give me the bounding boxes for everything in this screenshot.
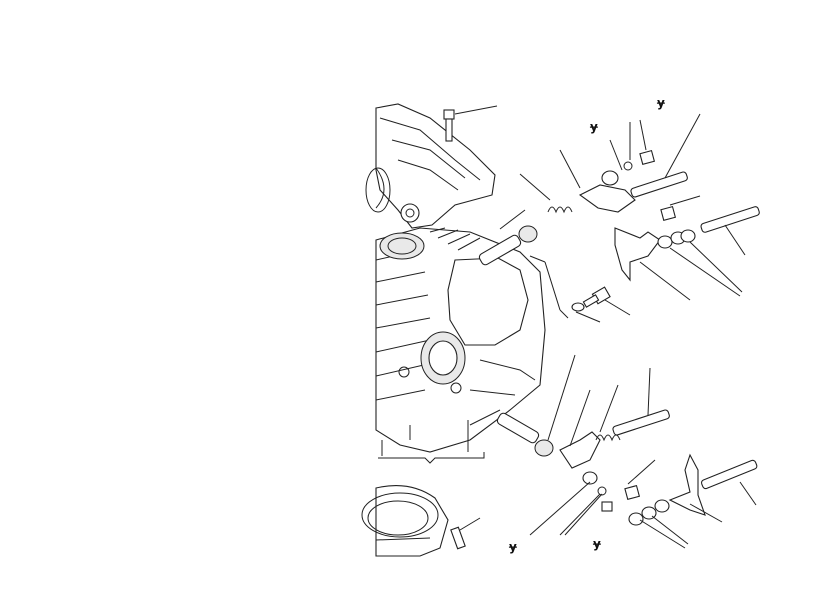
valve-cover-flange	[361, 485, 449, 557]
cap-screw-mid	[571, 286, 631, 323]
cap-screw-bottom	[450, 517, 481, 550]
cap-screw-top	[443, 105, 498, 142]
lower-rocker-assembly	[496, 409, 758, 526]
callout-mark: ɏ	[509, 540, 517, 554]
callout-mark: ɏ	[590, 120, 598, 134]
upper-rocker-assembly	[478, 149, 760, 282]
leader-lines	[469, 113, 757, 549]
callout-mark: ɏ	[593, 537, 601, 551]
callout-mark: ɏ	[657, 96, 665, 110]
cylinder-head-housing	[365, 103, 546, 464]
